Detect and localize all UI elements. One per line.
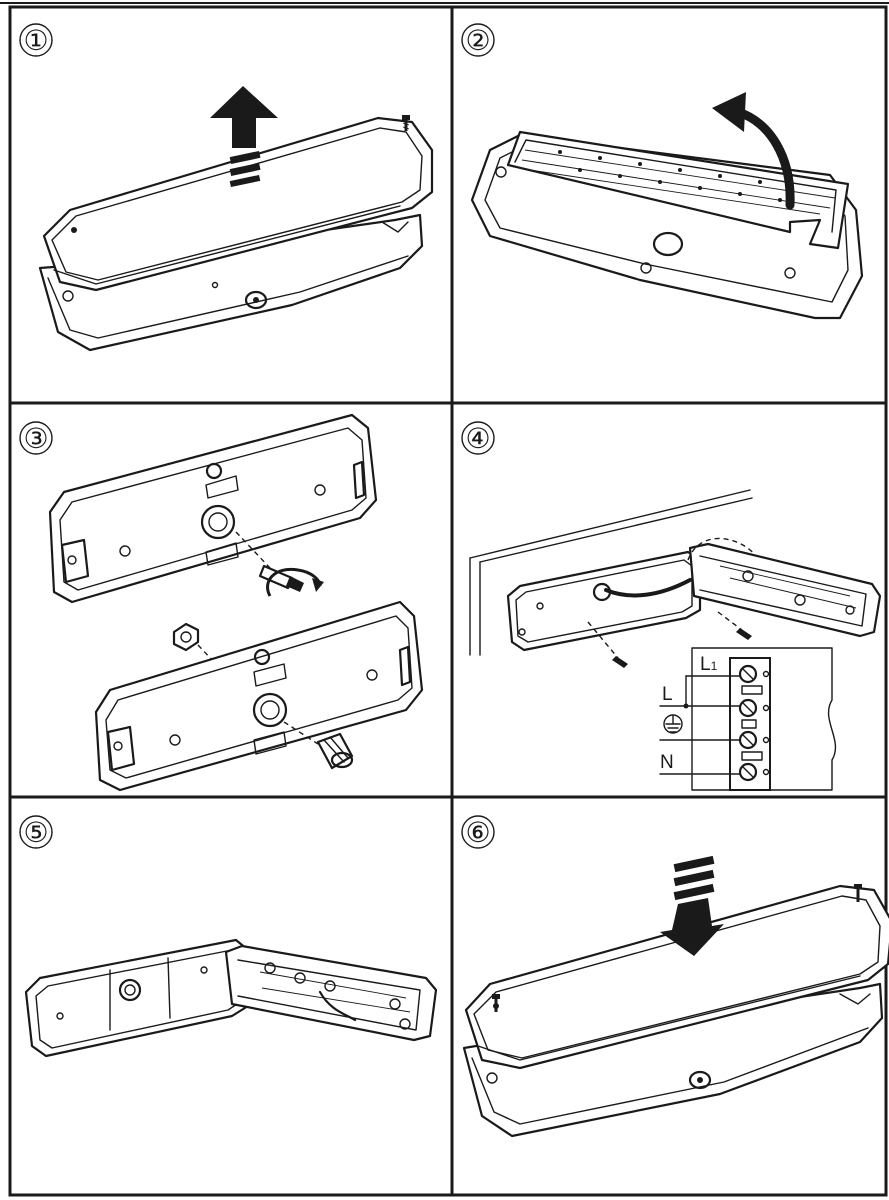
terminal-label-l1: L1 <box>700 654 718 675</box>
mounted-base <box>24 938 250 1058</box>
terminal-screws <box>738 664 758 782</box>
step-4-number-text: ④ <box>465 422 490 455</box>
earth-ground-icon <box>663 714 683 734</box>
step-2-number-text: ② <box>465 24 490 57</box>
open-gear-tray <box>224 944 438 1042</box>
cable-gland-icon <box>316 732 354 770</box>
arrow-down-icon <box>660 855 724 956</box>
step-6-number: ⑥ <box>461 815 495 849</box>
back-housing-lower <box>94 600 424 792</box>
step-6-panel: ⑥ <box>461 815 889 1138</box>
cable-plug <box>258 564 304 592</box>
screw-icon <box>402 115 410 131</box>
step-4-number: ④ <box>461 421 495 455</box>
curved-arrow-icon <box>712 92 795 210</box>
gear-tray <box>506 130 850 250</box>
wall <box>469 489 753 656</box>
mounted-base <box>506 550 702 652</box>
screw-icon <box>492 884 862 1012</box>
tray-screws <box>558 150 782 202</box>
terminal-block-diagram: L1 L N <box>659 647 837 791</box>
open-gear-tray <box>688 542 882 638</box>
step-2-panel: ② <box>461 23 864 320</box>
step-3-number-text: ③ <box>23 422 48 455</box>
step-5-number-text: ⑤ <box>23 816 48 849</box>
step-4-panel: ④ <box>461 421 882 791</box>
step-3-panel: ③ <box>19 413 424 792</box>
step-5-panel: ⑤ <box>19 815 438 1058</box>
step-3-number: ③ <box>19 421 53 455</box>
terminal-label-l: L <box>662 684 673 705</box>
step-1-panel: ① <box>19 23 434 352</box>
screw-icon <box>587 611 752 668</box>
step-5-number: ⑤ <box>19 815 53 849</box>
step-1-number: ① <box>19 23 53 57</box>
step-1-number-text: ① <box>23 24 48 57</box>
step-6-number-text: ⑥ <box>465 816 490 849</box>
terminal-label-n: N <box>660 752 674 773</box>
luminaire-cover <box>464 884 889 1070</box>
rotate-arrow-icon <box>266 567 324 597</box>
step-2-number: ② <box>461 23 495 57</box>
lock-nut-icon <box>172 622 200 652</box>
back-housing-upper <box>48 413 378 604</box>
arrow-up-icon <box>210 86 278 188</box>
luminaire-cover <box>42 116 434 292</box>
